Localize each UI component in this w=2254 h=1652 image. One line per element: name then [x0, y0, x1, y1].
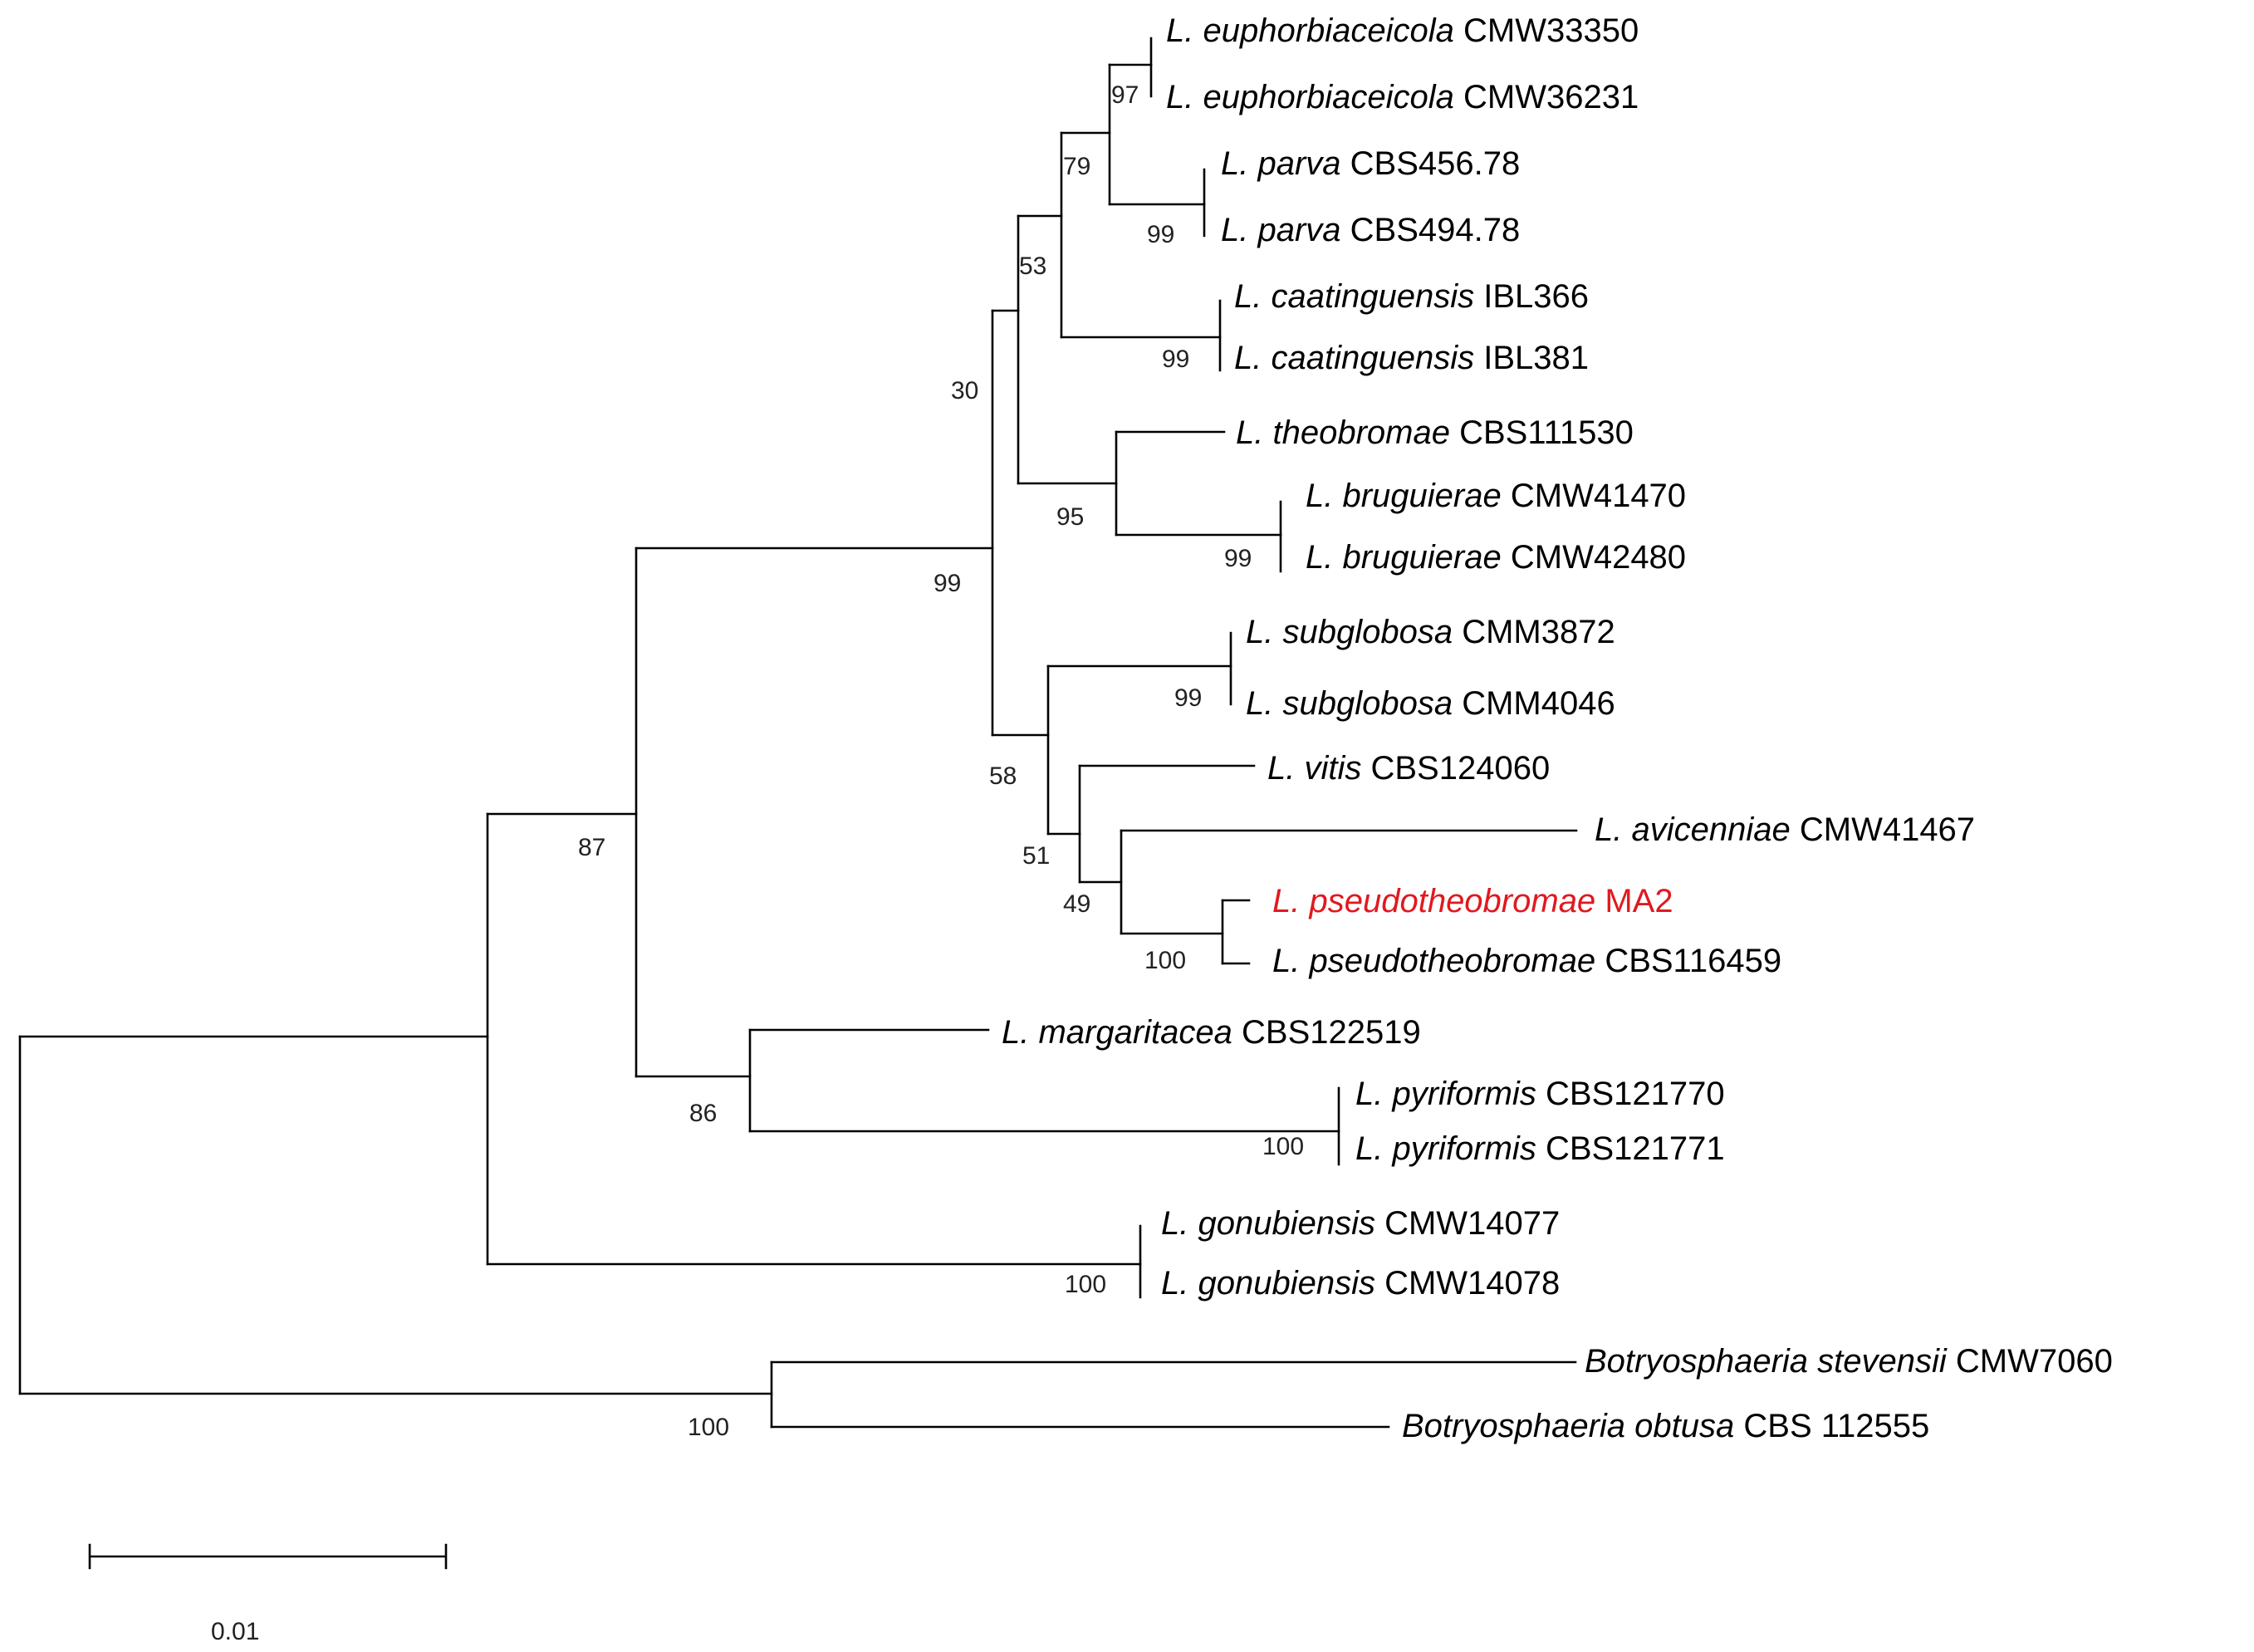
bootstrap-value: 100 — [1065, 1271, 1106, 1298]
tip-label: L. pseudotheobromae CBS116459 — [1272, 943, 1781, 979]
bootstrap-value: 53 — [1019, 252, 1046, 280]
tip-label: L. parva CBS494.78 — [1221, 212, 1520, 248]
tip-label: L. caatinguensis IBL366 — [1234, 278, 1589, 315]
bootstrap-value: 79 — [1063, 153, 1090, 180]
bootstrap-value: 99 — [1147, 221, 1174, 248]
bootstrap-value: 99 — [1224, 545, 1252, 572]
bootstrap-value: 49 — [1063, 890, 1090, 918]
scale-bar-label: 0.01 — [211, 1618, 259, 1645]
bootstrap-value: 99 — [933, 570, 961, 597]
tip-label: L. gonubiensis CMW14077 — [1161, 1205, 1560, 1242]
bootstrap-value: 86 — [689, 1100, 717, 1127]
bootstrap-value: 99 — [1174, 684, 1202, 712]
bootstrap-value: 100 — [688, 1414, 729, 1441]
tip-label: L. margaritacea CBS122519 — [1002, 1014, 1421, 1051]
bootstrap-value: 87 — [578, 834, 605, 861]
tip-label: L. theobromae CBS111530 — [1236, 414, 1634, 451]
tip-label: L. euphorbiaceicola CMW36231 — [1166, 79, 1639, 115]
tip-label: L. pyriformis CBS121771 — [1355, 1130, 1725, 1167]
tip-label: L. euphorbiaceicola CMW33350 — [1166, 12, 1639, 49]
tip-label: L. avicenniae CMW41467 — [1595, 811, 1975, 848]
tip-label: L. gonubiensis CMW14078 — [1161, 1265, 1560, 1302]
bootstrap-value: 95 — [1056, 503, 1084, 531]
bootstrap-value: 100 — [1144, 947, 1186, 974]
tip-label: L. bruguierae CMW42480 — [1306, 539, 1686, 576]
tip-label: Botryosphaeria obtusa CBS 112555 — [1402, 1408, 1929, 1444]
tip-label: L. subglobosa CMM3872 — [1246, 614, 1615, 650]
tip-labels: L. euphorbiaceicola CMW33350 L. euphorbi… — [1002, 12, 2113, 1444]
bootstrap-value: 100 — [1262, 1133, 1304, 1160]
tip-label: L. caatinguensis IBL381 — [1234, 340, 1589, 376]
tip-label: L. parva CBS456.78 — [1221, 145, 1520, 182]
bootstrap-value: 99 — [1162, 346, 1189, 373]
tip-label: L. subglobosa CMM4046 — [1246, 685, 1615, 722]
scale-bar-line — [88, 1543, 448, 1570]
tip-label: L. pyriformis CBS121770 — [1355, 1076, 1725, 1112]
scale-bar: 0.01 — [88, 1543, 448, 1645]
tip-label-highlighted: L. pseudotheobromae MA2 — [1272, 883, 1673, 919]
bootstrap-values: 97 79 99 53 99 30 95 99 99 99 58 51 49 1… — [578, 81, 1304, 1441]
bootstrap-value: 58 — [989, 762, 1017, 790]
tip-label: L. bruguierae CMW41470 — [1306, 478, 1686, 514]
tip-label: L. vitis CBS124060 — [1267, 750, 1550, 787]
bootstrap-value: 51 — [1022, 842, 1050, 870]
bootstrap-value: 97 — [1111, 81, 1139, 109]
tip-label: Botryosphaeria stevensii CMW7060 — [1585, 1343, 2113, 1380]
tree-branches — [18, 37, 1578, 1429]
bootstrap-value: 30 — [951, 377, 978, 404]
